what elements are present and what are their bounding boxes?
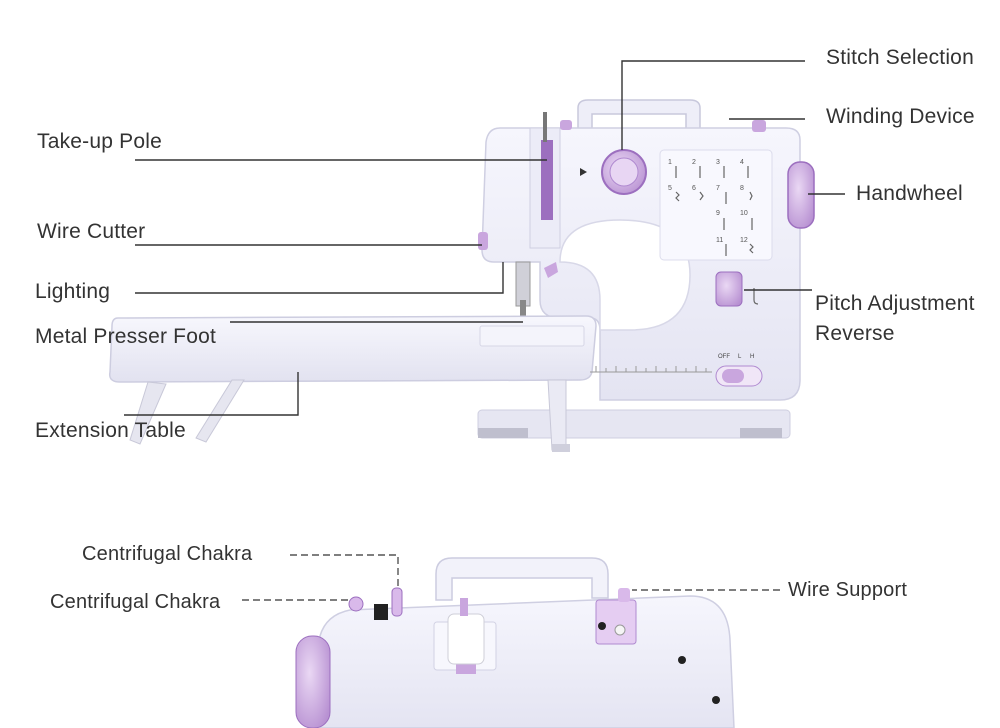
wire-support <box>595 599 637 645</box>
label-wire-support: Wire Support <box>788 579 908 601</box>
bottom-carry-handle <box>435 557 609 601</box>
svg-text:2: 2 <box>692 159 696 166</box>
svg-text:6: 6 <box>692 185 696 192</box>
svg-text:H: H <box>750 354 754 360</box>
svg-text:4: 4 <box>740 159 744 166</box>
svg-text:9: 9 <box>716 210 720 217</box>
label-reverse: Reverse <box>815 322 895 345</box>
svg-text:11: 11 <box>716 237 723 244</box>
label-lighting: Lighting <box>35 280 111 303</box>
label-centrifugal-chakra-top: Centrifugal Chakra <box>82 543 253 565</box>
label-take-up-pole: Take-up Pole <box>37 130 162 153</box>
svg-text:10: 10 <box>740 210 748 217</box>
carry-handle <box>577 99 701 131</box>
label-centrifugal-chakra-bottom: Centrifugal Chakra <box>50 591 221 613</box>
svg-text:3: 3 <box>716 159 720 166</box>
stitch-panel <box>659 149 773 261</box>
label-pitch-adjustment: Pitch Adjustment <box>815 292 975 315</box>
pitch-adjustment-lever <box>715 271 743 307</box>
label-stitch-selection: Stitch Selection <box>826 46 974 69</box>
arm-opening <box>559 219 691 331</box>
take-up-lever <box>541 140 553 220</box>
handwheel <box>787 161 815 229</box>
svg-text:1: 1 <box>668 159 672 166</box>
centrifugal-chakra-2 <box>391 587 403 617</box>
winding-device <box>752 120 766 132</box>
svg-text:7: 7 <box>716 185 720 192</box>
bottom-handwheel <box>295 635 331 728</box>
stitch-numbers: 1 2 3 4 5 6 7 8 9 10 11 12 <box>668 159 748 244</box>
centrifugal-chakra-1 <box>348 596 364 612</box>
label-metal-presser-foot: Metal Presser Foot <box>35 325 216 348</box>
extension-table <box>108 315 597 383</box>
dashed-leader-lines <box>242 554 780 601</box>
svg-text:12: 12 <box>740 237 748 244</box>
thread-spool <box>447 613 485 665</box>
leader-lines <box>124 60 845 416</box>
label-extension-table: Extension Table <box>35 419 186 442</box>
bottom-machine <box>295 557 735 728</box>
svg-text:L: L <box>738 354 742 360</box>
wire-cutter <box>478 232 488 250</box>
svg-text:OFF: OFF <box>718 354 730 360</box>
top-machine: 1 2 3 4 5 6 7 8 9 10 11 12 <box>108 99 815 452</box>
power-switch: OFF L H <box>715 354 763 387</box>
label-winding-device: Winding Device <box>826 105 975 128</box>
svg-text:5: 5 <box>668 185 672 192</box>
label-handwheel: Handwheel <box>856 182 963 205</box>
label-wire-cutter: Wire Cutter <box>37 220 146 243</box>
svg-text:8: 8 <box>740 185 744 192</box>
